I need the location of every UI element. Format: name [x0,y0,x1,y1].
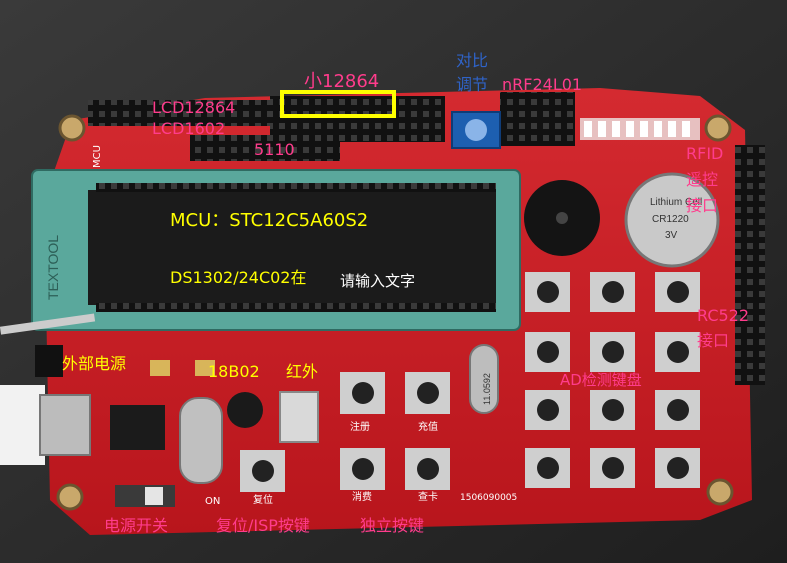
key-label-consume: 消费 [352,490,372,503]
mcu-silk: MCU [92,145,103,168]
buzzer-hole [556,212,568,224]
screw-bottom-left [56,483,84,511]
battery-text-3: 3V [665,230,678,241]
label-ad-keyboard: AD检测键盘 [560,371,642,389]
label-lcd12864: LCD12864 [152,98,236,117]
label-contrast-2: 调节 [456,75,489,94]
on-silk: ON [205,496,220,507]
mcu-chip [88,190,496,305]
usb-cable [0,385,45,465]
label-rfid-2: 遥控 [686,170,719,189]
key-label-register: 注册 [350,420,370,433]
yellow-capacitor-1 [150,360,170,376]
battery-text-2: CR1220 [652,214,689,225]
label-external-power: 外部电源 [62,354,127,373]
main-crystal [179,397,223,484]
socket-top-pin-row [96,183,496,192]
label-ds-overlap: 请输入文字 [340,272,416,290]
label-18b02: 18B02 [208,362,260,381]
label-power-switch: 电源开关 [104,516,169,535]
socket-brand-text: TEXTOOL [45,235,61,300]
screw-bottom-right [706,478,734,506]
label-rc522-2: 接口 [697,331,730,350]
label-5110: 5110 [254,140,295,159]
label-mcu: MCU：STC12C5A60S2 [170,210,369,231]
label-rc522-1: RC522 [697,306,750,325]
coin-battery [624,172,720,268]
yellow-capacitor-2 [195,360,215,376]
battery-text-1: Lithium Cell [650,197,702,208]
label-nrf24l01: nRF24L01 [502,75,583,94]
crystal-11-0592 [469,344,499,414]
usb-port [39,394,91,456]
header-lcd1602 [190,135,340,161]
header-small12864 [270,96,445,142]
serial-silk: 1506090005 [460,493,517,503]
matrix-keypad [525,272,700,488]
label-independent-keys: 独立按键 [360,516,425,535]
label-rfid-3: 接口 [686,196,719,215]
independent-keys-group [340,372,450,490]
header-rfid-rc522 [735,145,765,385]
socket-lever [0,313,96,335]
label-small12864: 小12864 [304,71,380,92]
header-lcd12864 [88,100,273,126]
power-switch-knob [145,487,163,505]
ir-receiver [227,392,263,428]
power-jack [35,345,63,377]
potentiometer-knob [465,119,487,141]
label-reset-isp: 复位/ISP按键 [216,516,310,535]
label-lcd1602: LCD1602 [152,119,226,138]
label-contrast-1: 对比 [456,51,489,70]
crystal-text: 11.0592 [482,373,492,405]
label-infrared: 红外 [286,362,319,381]
small12864-highlight-box [280,90,396,118]
reset-key-label: 复位 [253,493,273,506]
reset-key-cap [252,460,274,482]
screw-top-right [704,114,732,142]
led-strip [580,118,700,140]
key-label-query: 查卡 [418,490,438,503]
key-label-recharge: 充值 [418,420,438,433]
header-nrf24l01 [500,92,575,146]
screw-top-left [58,114,86,142]
ic-chip-small [110,405,165,450]
label-rfid-1: RFID [686,144,724,163]
socket-bottom-pin-row [96,303,496,312]
small-crystal [279,391,319,443]
label-ds1302: DS1302/24C02在 [170,268,307,287]
